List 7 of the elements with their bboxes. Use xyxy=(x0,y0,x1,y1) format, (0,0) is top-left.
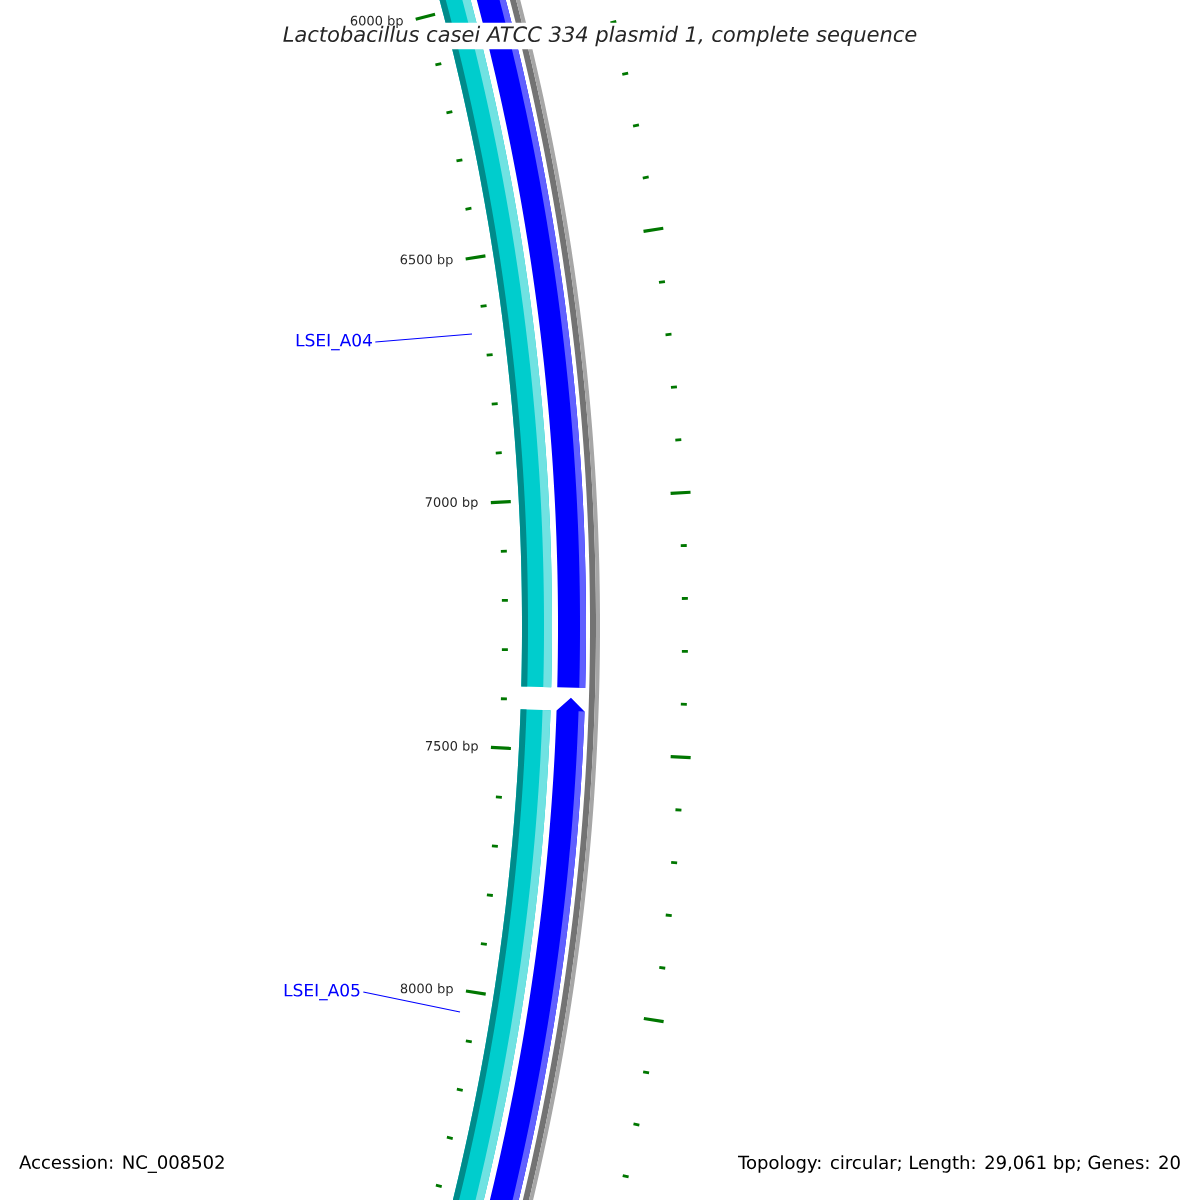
gene-label: LSEI_A04 xyxy=(296,333,372,351)
leader-line xyxy=(374,333,473,343)
accession-label: Accession: NC_008502 xyxy=(19,1155,224,1173)
gene-label: LSEI_A05 xyxy=(284,983,360,1001)
leader-line xyxy=(362,991,461,1013)
title: Lactobacillus casei ATCC 334 plasmid 1, complete sequence xyxy=(276,22,924,50)
summary-label: Topology: circular; Length: 29,061 bp; Genes: 20 xyxy=(738,1155,1180,1173)
